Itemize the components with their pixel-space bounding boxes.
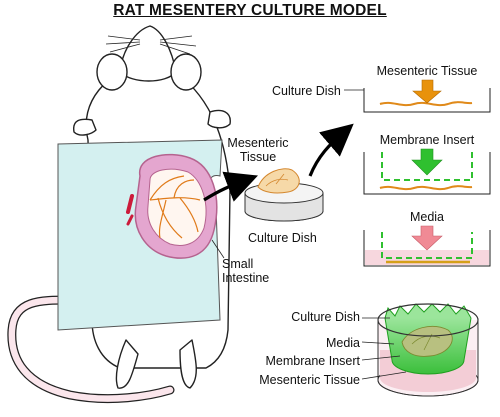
- arrow-dish-to-steps: [308, 123, 354, 177]
- rat-paw-front-left: [73, 118, 97, 136]
- label-assembly-mesenteric-tissue: Mesenteric Tissue: [259, 373, 360, 387]
- label-small-intestine: Small Intestine: [222, 257, 269, 285]
- label-step-3-media: Media: [409, 210, 445, 224]
- label-mesenteric-tissue: Mesenteric Tissue: [222, 136, 294, 164]
- arrow-intestine-to-dish: [203, 171, 258, 202]
- mesenteric-vessels: [149, 175, 201, 239]
- label-step-1-mesenteric-tissue: Mesenteric Tissue: [376, 64, 478, 78]
- label-step-2-membrane-insert: Membrane Insert: [379, 133, 475, 147]
- rat-leg-back-left: [115, 339, 139, 389]
- label-mesenteric-tissue-line1: Mesenteric: [227, 136, 289, 150]
- step-1-arrow: [412, 79, 442, 104]
- label-assembly-culture-dish: Culture Dish: [291, 310, 360, 324]
- step-1-panel: [344, 79, 491, 113]
- step-2-arrow: [411, 148, 443, 176]
- rat-whiskers: [105, 35, 197, 55]
- assembled-dish: [361, 303, 479, 397]
- label-step-1-culture-dish: Culture Dish: [272, 84, 341, 98]
- rat-ear-right: [170, 53, 202, 91]
- label-assembly-media: Media: [325, 336, 360, 350]
- label-mesenteric-tissue-line2: Tissue: [239, 150, 277, 164]
- small-intestine-loop: [126, 153, 218, 259]
- step-3-panel: [363, 225, 491, 267]
- diagram-title: RAT MESENTERY CULTURE MODEL: [113, 2, 387, 19]
- label-culture-dish-middle: Culture Dish: [248, 231, 317, 245]
- rat-ear-left: [96, 53, 128, 91]
- label-assembly-membrane-insert: Membrane Insert: [265, 354, 360, 368]
- middle-culture-dish: [244, 168, 324, 222]
- label-small-intestine-line2: Intestine: [222, 271, 270, 285]
- rat-head: [119, 25, 177, 82]
- step-2-panel: [363, 148, 491, 195]
- label-small-intestine-line1: Small: [222, 257, 254, 271]
- rat-paw-front-right: [207, 109, 231, 129]
- rat-leg-back-right: [179, 339, 197, 389]
- step-3-arrow: [411, 225, 443, 251]
